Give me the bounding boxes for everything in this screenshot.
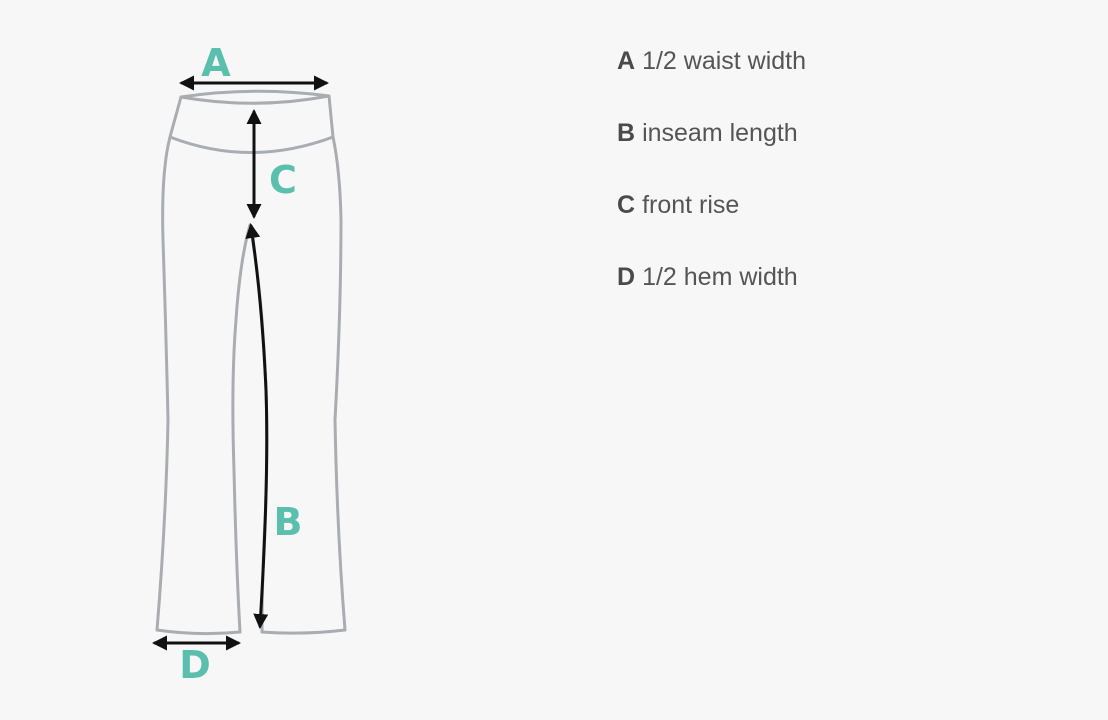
marker-d-label: D — [179, 643, 211, 687]
measurement-arrows — [152, 75, 329, 651]
marker-letters: A C B D — [179, 41, 302, 687]
right-outer-seam — [327, 94, 347, 632]
legend-label: front rise — [642, 191, 740, 219]
legend-label: inseam length — [642, 119, 798, 147]
pants-measurement-diagram: A C B D — [152, 41, 347, 687]
legend-key: D — [617, 263, 636, 291]
pants-illustration: A C B D — [152, 41, 347, 687]
waistband-seam — [168, 135, 335, 154]
marker-b-label: B — [274, 500, 303, 544]
right-hem — [260, 628, 347, 635]
pants-outline — [155, 89, 347, 636]
marker-c-label: C — [269, 158, 297, 202]
legend-key: B — [617, 119, 636, 147]
waistband-top-edge — [179, 89, 331, 105]
legend-key: A — [617, 47, 636, 75]
marker-a-label: A — [201, 41, 231, 85]
legend-label: 1/2 hem width — [642, 263, 798, 291]
left-hem — [155, 628, 242, 636]
left-inseam — [231, 223, 252, 634]
left-outer-seam — [155, 95, 183, 632]
legend-key: C — [617, 191, 636, 219]
inseam-arrow — [245, 223, 269, 629]
legend-label: 1/2 waist width — [642, 47, 807, 75]
